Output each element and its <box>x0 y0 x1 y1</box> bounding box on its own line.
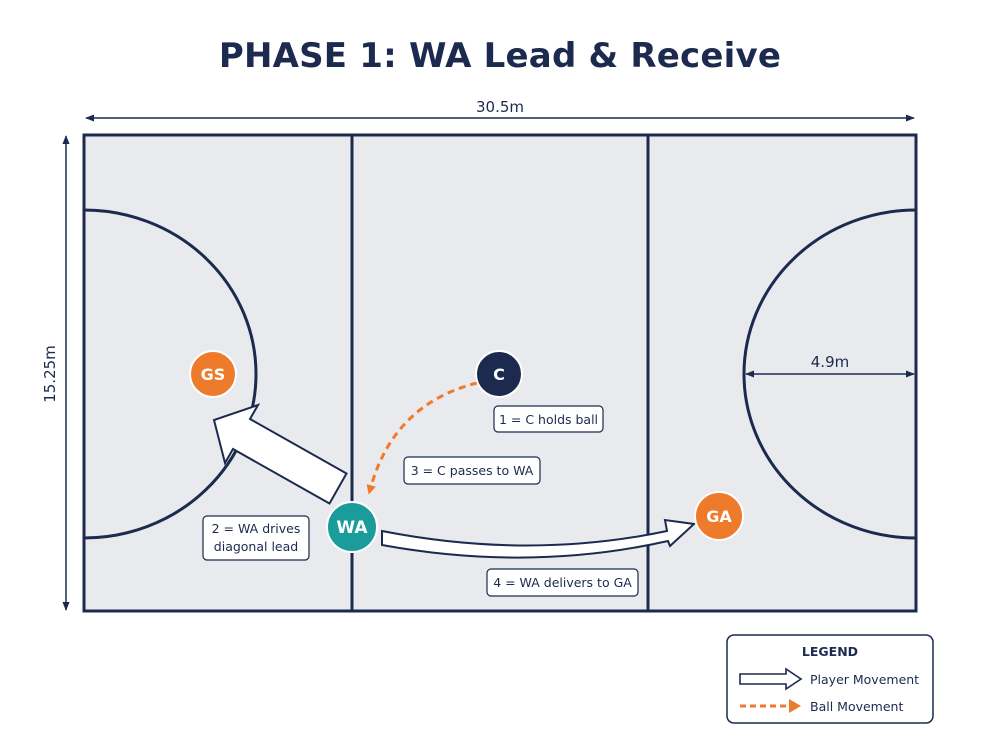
player-c: C <box>475 350 523 398</box>
annotation-step3: 3 = C passes to WA <box>403 456 541 485</box>
goal-circle-left <box>83 208 258 540</box>
player-ga-label: GA <box>706 507 732 526</box>
player-ga: GA <box>694 491 744 541</box>
player-wa-label: WA <box>336 518 368 538</box>
height-dimension-label: 15.25m <box>41 345 59 403</box>
player-gs-label: GS <box>201 365 226 384</box>
annotation-step4: 4 = WA delivers to GA <box>486 568 639 597</box>
annotation-step4-text: 4 = WA delivers to GA <box>493 575 632 590</box>
legend-ball-movement-label: Ball Movement <box>810 699 903 714</box>
annotation-step1: 1 = C holds ball <box>493 405 604 433</box>
wa-diagonal-lead-arrow <box>212 403 348 505</box>
player-gs: GS <box>189 350 237 398</box>
circle-radius-label: 4.9m <box>811 353 849 371</box>
legend-ball-movement-arrowhead <box>789 699 801 713</box>
wa-to-ga-arrow <box>381 518 697 559</box>
legend-player-movement-icon <box>739 667 803 691</box>
legend: LEGEND Player Movement Ball Movement <box>726 634 934 724</box>
legend-title: LEGEND <box>802 644 858 659</box>
page-title: PHASE 1: WA Lead & Receive <box>218 36 782 76</box>
annotation-step3-text: 3 = C passes to WA <box>411 463 534 478</box>
legend-box <box>726 634 934 724</box>
width-dimension-label: 30.5m <box>476 98 524 116</box>
annotation-step2-line1: 2 = WA drives <box>212 521 301 536</box>
player-wa: WA <box>326 501 378 553</box>
annotation-step1-text: 1 = C holds ball <box>499 412 598 427</box>
annotation-step2: 2 = WA drives diagonal lead <box>202 515 310 561</box>
legend-player-movement-label: Player Movement <box>810 672 919 687</box>
goal-circle-right <box>742 208 917 540</box>
annotation-step2-line2: diagonal lead <box>214 539 298 554</box>
player-c-label: C <box>493 365 505 384</box>
